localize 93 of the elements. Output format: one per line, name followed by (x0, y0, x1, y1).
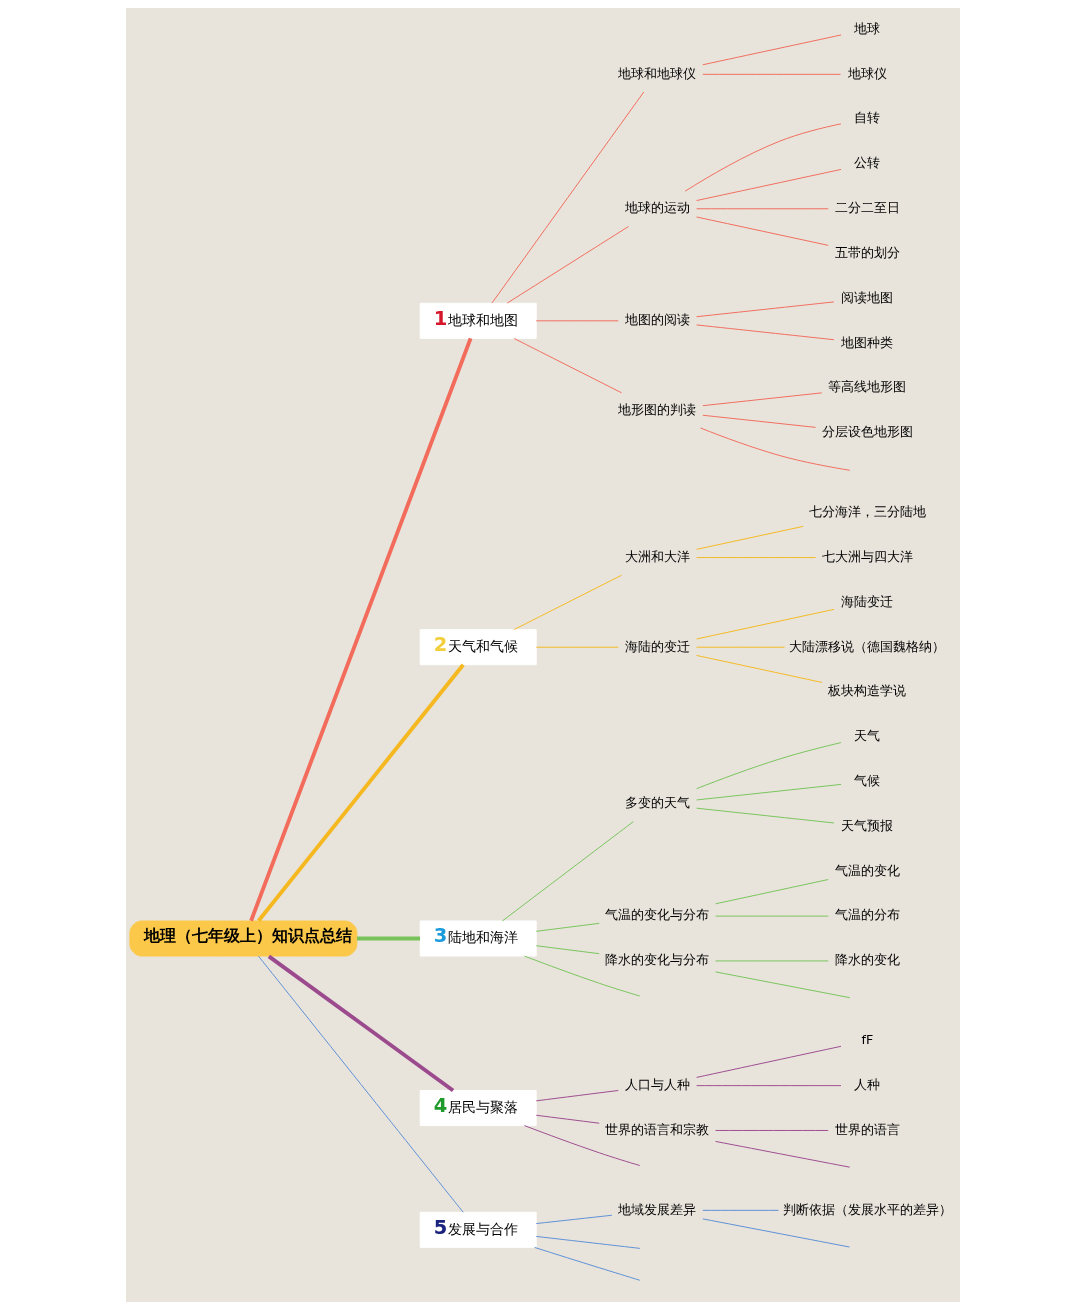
connector (695, 1045, 841, 1078)
node-text: 降水的变化与分布 (604, 952, 709, 968)
connector (513, 338, 622, 394)
connector (695, 557, 816, 559)
node-text: 世界的语言和宗教 (604, 1121, 709, 1137)
node-text: 天气 (853, 728, 880, 744)
node-box: 4居民与聚落 (419, 1090, 537, 1127)
node-text: 地图种类 (840, 334, 893, 350)
connector (695, 301, 834, 318)
node-box: 2 天气和气候 (419, 629, 537, 666)
connector (695, 608, 834, 640)
node-box: 3陆地和海洋 (419, 920, 537, 957)
connector (535, 1214, 612, 1225)
connector (533, 1246, 640, 1281)
connector (506, 225, 629, 304)
connector (695, 742, 841, 790)
connector (714, 915, 829, 917)
node-box: 5发展与合作 (419, 1211, 537, 1248)
node-text: 等高线地形图 (827, 379, 906, 395)
connector (513, 574, 622, 630)
connector (523, 955, 640, 997)
connector (695, 168, 841, 202)
connector (701, 73, 841, 75)
node-text: 地球和地球仪 (617, 65, 696, 81)
node-text: 地形图的判读 (617, 401, 696, 417)
connector (714, 879, 829, 905)
connector (695, 324, 834, 341)
node-text: 大陆漂移说（德国魏格纳） (788, 638, 945, 654)
connector (695, 208, 829, 210)
connector (714, 1140, 850, 1168)
node-text: 海陆的变迁 (624, 638, 690, 654)
node-text: 公转 (853, 155, 880, 171)
connector (695, 1085, 841, 1087)
node-text: 海陆变迁 (840, 593, 893, 609)
node-text: 大洲和大洋 (624, 548, 690, 564)
connector (714, 960, 829, 962)
connector (701, 1218, 850, 1248)
node-text: 气温的分布 (834, 907, 900, 923)
connector (535, 1090, 619, 1102)
node-text: 多变的天气 (624, 795, 690, 811)
node-text: 气温的变化 (834, 862, 900, 878)
connector (501, 821, 634, 922)
connector (535, 922, 600, 932)
connector (701, 414, 816, 428)
node-text: fF (861, 1032, 873, 1048)
connector (701, 1209, 779, 1211)
node-text: 分层设色地形图 (821, 424, 913, 440)
node-text: 气候 (853, 772, 880, 788)
node-text: 五带的划分 (834, 244, 900, 260)
connector (695, 216, 829, 246)
node-text: 判断依据（发展水平的差异） (782, 1201, 952, 1217)
node-text: 阅读地图 (840, 289, 893, 305)
connector (535, 1114, 600, 1124)
connector (714, 1129, 829, 1131)
connector (535, 320, 619, 322)
node-text: 地球仪 (847, 65, 887, 81)
connector (701, 34, 842, 66)
node-text: 七分海洋，三分陆地 (808, 504, 926, 520)
node-text: 板块构造学说 (827, 683, 906, 699)
connector (701, 392, 822, 407)
connector (699, 427, 850, 471)
node-box: 地理（七年级上）知识点总结 (128, 920, 357, 957)
connector (267, 954, 454, 1093)
connector (535, 945, 600, 955)
connector (535, 646, 619, 648)
connector (523, 1125, 640, 1166)
node-text: 自转 (853, 110, 880, 126)
connector (714, 971, 850, 999)
connector (695, 646, 785, 648)
node-text: 地域发展差异 (617, 1201, 696, 1217)
connector (256, 663, 465, 922)
node-text: 人口与人种 (624, 1076, 690, 1092)
connector (257, 955, 464, 1213)
node-text: 世界的语言 (834, 1121, 900, 1137)
connector (490, 91, 644, 304)
connector (535, 1235, 640, 1249)
node-text: 二分二至日 (834, 200, 900, 216)
node-text: 天气预报 (840, 817, 893, 833)
connector (695, 807, 834, 824)
node-text: 人种 (853, 1076, 880, 1092)
node-text: 地球的运动 (624, 200, 690, 216)
node-text: 地球 (853, 20, 880, 36)
connector (695, 654, 823, 683)
node-box: 1地球和地图 (419, 302, 537, 339)
connector (248, 337, 472, 922)
connector (695, 525, 804, 550)
node-text: 气温的变化与分布 (604, 907, 709, 923)
connector (684, 123, 841, 192)
connector (695, 783, 841, 801)
node-text: 地图的阅读 (624, 312, 690, 328)
node-text: 七大洲与四大洋 (821, 548, 913, 564)
connector (356, 936, 420, 941)
node-text: 降水的变化 (834, 952, 900, 968)
